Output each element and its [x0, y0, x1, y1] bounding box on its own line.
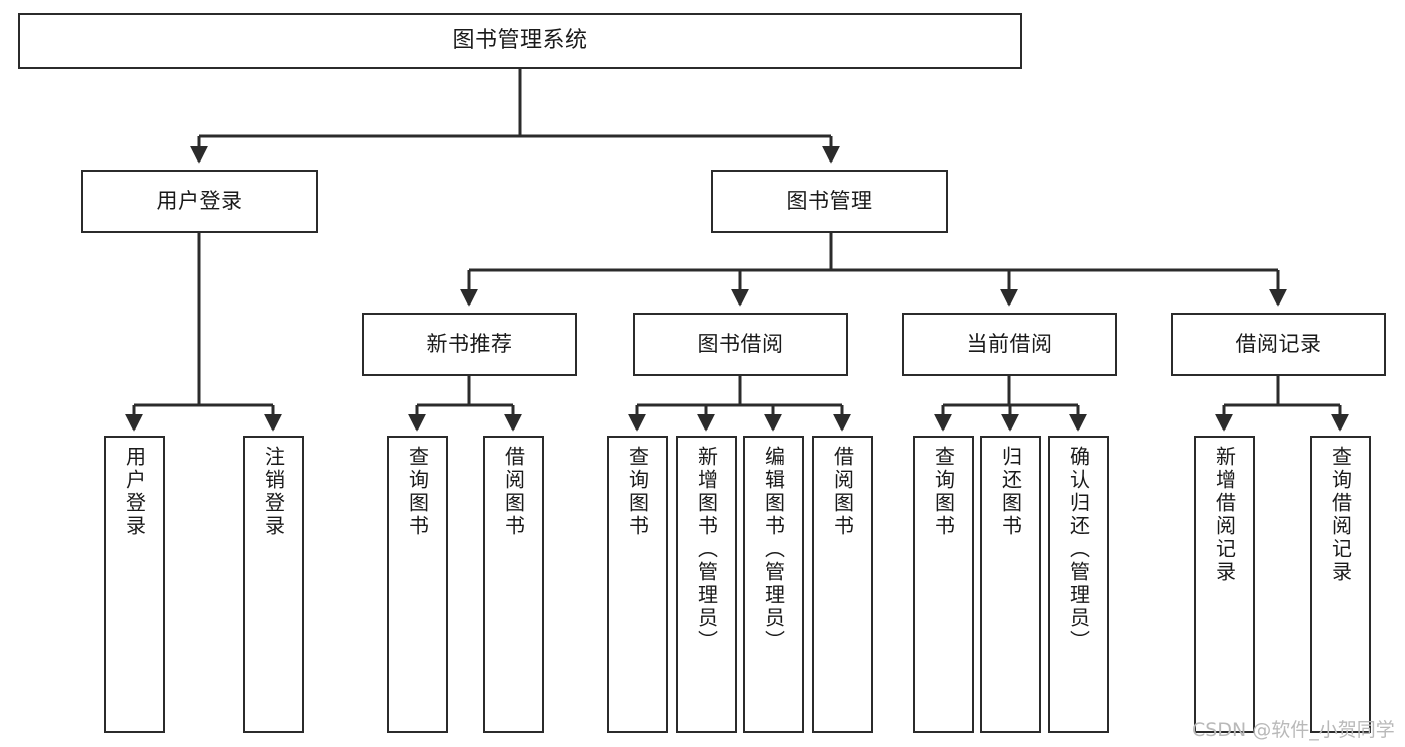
node-leaf-confirm-return[interactable]: 确认归还（管理员） [1048, 436, 1109, 733]
node-label: 查询图书 [405, 446, 430, 538]
node-label: 归还图书 [998, 446, 1023, 538]
node-label: 当前借阅 [966, 332, 1053, 357]
node-label: 用户登录 [156, 189, 243, 214]
node-label: 图书管理系统 [452, 28, 588, 54]
node-leaf-user-login[interactable]: 用户登录 [104, 436, 165, 733]
node-leaf-logout[interactable]: 注销登录 [243, 436, 304, 733]
node-label: 编辑图书（管理员） [761, 446, 786, 653]
node-current-borrow[interactable]: 当前借阅 [902, 313, 1117, 376]
csdn-watermark: CSDN @软件_小贺同学 [1192, 719, 1395, 741]
node-user-login[interactable]: 用户登录 [81, 170, 318, 233]
node-label: 用户登录 [122, 446, 147, 538]
node-leaf-edit-book[interactable]: 编辑图书（管理员） [743, 436, 804, 733]
node-label: 查询借阅记录 [1328, 446, 1353, 584]
node-leaf-borrow-book[interactable]: 借阅图书 [812, 436, 873, 733]
node-leaf-add-book[interactable]: 新增图书（管理员） [676, 436, 737, 733]
node-new-book-recommend[interactable]: 新书推荐 [362, 313, 577, 376]
node-leaf-query-book-borrow[interactable]: 查询图书 [607, 436, 668, 733]
node-leaf-query-book-recommend[interactable]: 查询图书 [387, 436, 448, 733]
node-root-system[interactable]: 图书管理系统 [18, 13, 1022, 69]
node-label: 借阅图书 [501, 446, 526, 538]
node-leaf-borrow-book-recommend[interactable]: 借阅图书 [483, 436, 544, 733]
node-book-borrow[interactable]: 图书借阅 [633, 313, 848, 376]
node-label: 确认归还（管理员） [1066, 446, 1091, 653]
node-label: 图书借阅 [697, 332, 784, 357]
node-label: 借阅图书 [830, 446, 855, 538]
node-book-manage[interactable]: 图书管理 [711, 170, 948, 233]
node-label: 新书推荐 [426, 332, 513, 357]
node-leaf-return-book[interactable]: 归还图书 [980, 436, 1041, 733]
node-leaf-query-book-current[interactable]: 查询图书 [913, 436, 974, 733]
node-label: 图书管理 [786, 189, 873, 214]
node-label: 借阅记录 [1235, 332, 1322, 357]
node-leaf-add-borrow-record[interactable]: 新增借阅记录 [1194, 436, 1255, 733]
node-label: 查询图书 [625, 446, 650, 538]
node-label: 新增借阅记录 [1212, 446, 1237, 584]
node-label: 新增图书（管理员） [694, 446, 719, 653]
node-borrow-record[interactable]: 借阅记录 [1171, 313, 1386, 376]
node-label: 查询图书 [931, 446, 956, 538]
node-leaf-query-borrow-record[interactable]: 查询借阅记录 [1310, 436, 1371, 733]
node-label: 注销登录 [261, 446, 286, 538]
